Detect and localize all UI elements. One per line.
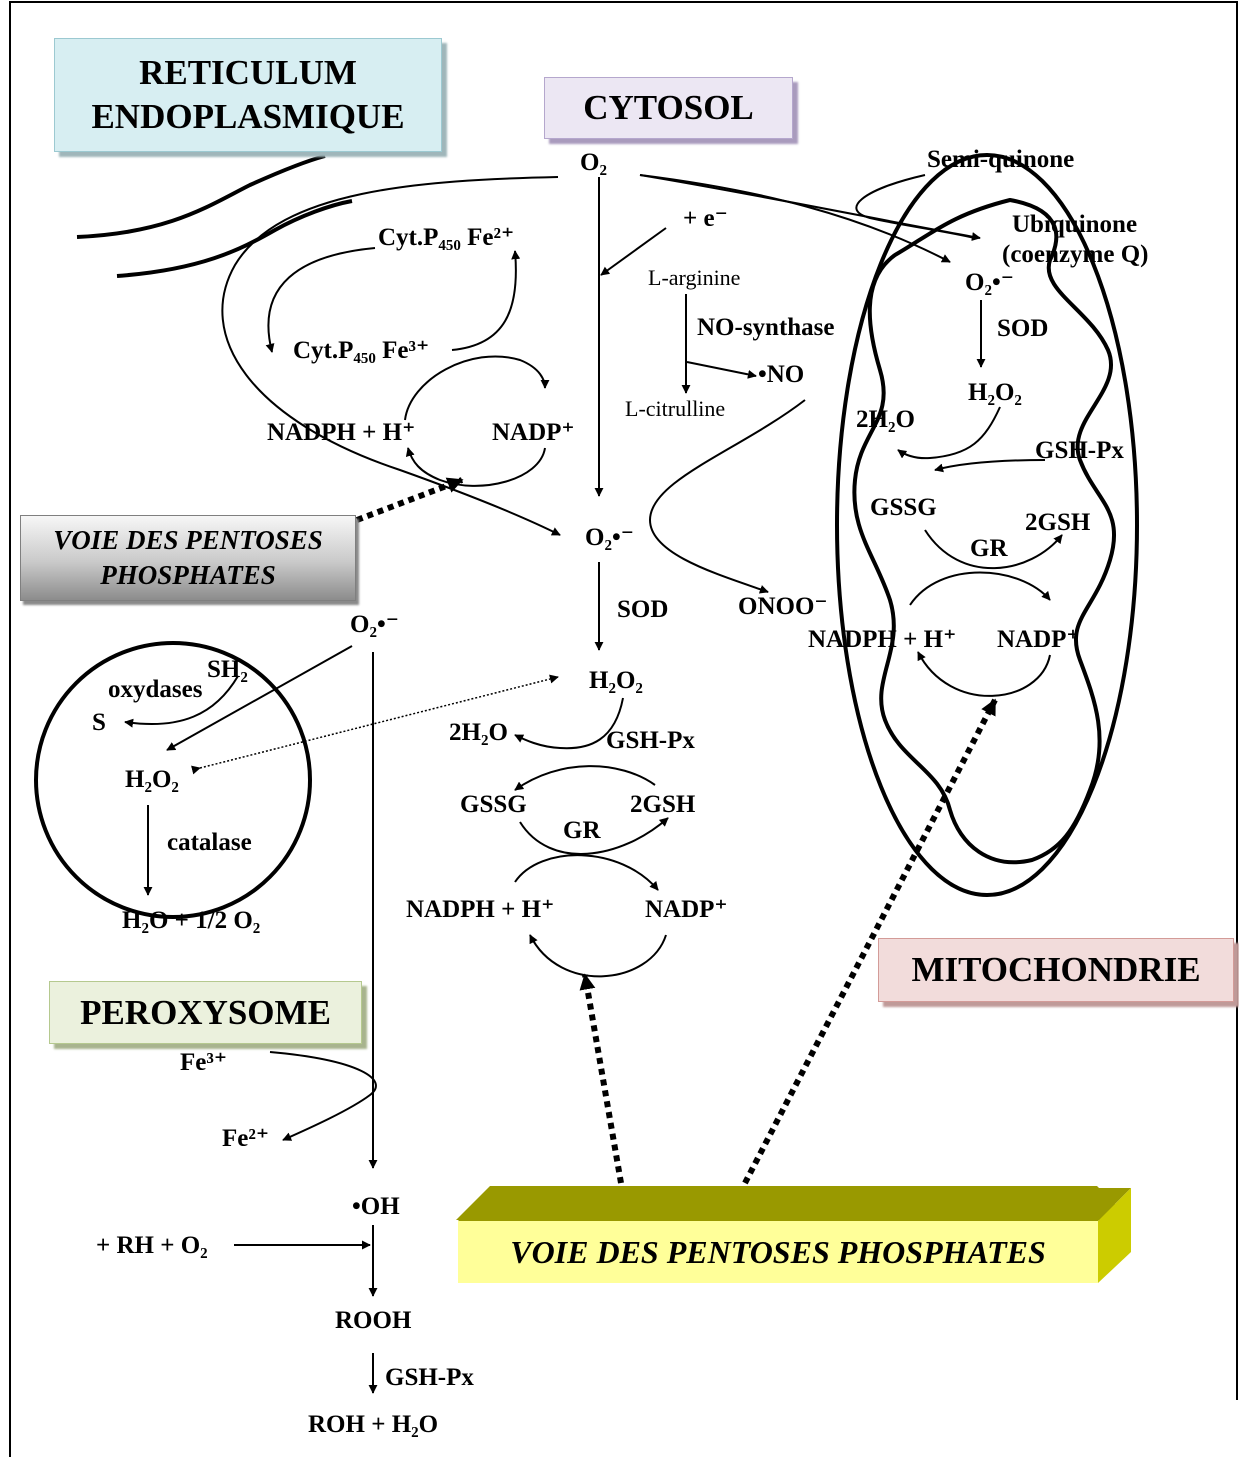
label-fe2: Fe²⁺ xyxy=(222,1125,269,1152)
page-border xyxy=(9,1,1238,1457)
arrow-o2-curve-to-superoxide xyxy=(221,176,561,536)
arrow-nadp-to-nadph-center xyxy=(529,934,667,978)
label-no-radical: •NO xyxy=(758,361,804,388)
arrow-mito-nadph-to-nadp xyxy=(909,571,1051,606)
label-h2o2-mito: H₂O₂ xyxy=(968,379,1022,406)
label-l-arginine: L-arginine xyxy=(648,265,740,290)
label-fe3: Fe³⁺ xyxy=(180,1049,227,1076)
peroxysome-circle xyxy=(34,641,312,919)
label-no-synthase: NO-synthase xyxy=(697,314,835,341)
label-water-half-o2: H₂O + 1/2 O₂ xyxy=(122,907,260,934)
peroxysome-box: PEROXYSOME xyxy=(49,981,362,1044)
label-gssg-mito: GSSG xyxy=(870,494,937,521)
arrow-no-synthase-to-no xyxy=(686,361,757,379)
reticulum-membrane-1 xyxy=(76,154,326,239)
arrow-gssg-to-2gsh-center xyxy=(519,817,669,855)
arrow-no-to-peroxynitrite xyxy=(648,399,806,594)
arrow-sh2-to-s xyxy=(124,675,239,728)
pentose-left-box: VOIE DES PENTOSES PHOSPHATES xyxy=(20,515,356,601)
cytosol-box: CYTOSOL xyxy=(544,77,793,139)
arrow-superoxide-to-peroxysome-h2o2 xyxy=(166,645,353,751)
arrow-nadph-oxidation-left xyxy=(404,355,550,421)
label-superoxide-mito: O₂•⁻ xyxy=(965,269,1014,296)
reticulum-membrane-2 xyxy=(116,199,353,278)
reticulum-label-line2: ENDOPLASMIQUE xyxy=(91,97,405,136)
pentose-left-label-line1: VOIE DES PENTOSES xyxy=(53,525,323,555)
label-sod-mito: SOD xyxy=(997,315,1048,342)
mitochondrion-outer-membrane xyxy=(835,153,1139,897)
arrow-mito-2gsh-to-gssg xyxy=(934,459,1046,473)
label-rh-o2: + RH + O₂ xyxy=(96,1232,208,1259)
arrow-nadph-to-nadp-center xyxy=(514,854,659,891)
pentose-box-top-face xyxy=(458,1188,1131,1221)
reticulum-box: RETICULUM ENDOPLASMIQUE xyxy=(54,38,442,152)
label-2h2o-mito: 2H₂O xyxy=(856,406,915,433)
label-nadp-center: NADP⁺ xyxy=(645,896,728,923)
label-gshpx-mito: GSH-Px xyxy=(1035,437,1124,464)
arrow-o2-to-mito-superoxide xyxy=(639,174,951,263)
dotted-h2o2-exchange xyxy=(191,674,559,775)
mitochondrion-inner-membrane xyxy=(852,197,1117,865)
arrow-fe2-to-fe3 xyxy=(265,247,376,353)
arrow-mito-nadp-to-nadph xyxy=(917,651,1051,697)
label-ubiquinone: Ubiquinone xyxy=(1012,211,1137,238)
label-gshpx-center: GSH-Px xyxy=(606,727,695,754)
mitochondrie-label: MITOCHONDRIE xyxy=(911,950,1201,989)
arrow-electron-input xyxy=(600,227,667,276)
label-cyt-fe2: Cyt.P₄₅₀ Fe²⁺ xyxy=(378,224,514,251)
label-oh-radical: •OH xyxy=(352,1193,400,1220)
label-2gsh-center: 2GSH xyxy=(630,791,696,818)
dotted-pentose-to-mito-nadph xyxy=(742,698,998,1185)
label-sod-center: SOD xyxy=(617,596,668,623)
pentose-left-label-line2: PHOSPHATES xyxy=(100,560,276,590)
label-peroxynitrite: ONOO⁻ xyxy=(738,593,828,620)
label-gshpx-bottom: GSH-Px xyxy=(385,1364,474,1391)
pentose-bottom-label: VOIE DES PENTOSES PHOSPHATES xyxy=(510,1233,1046,1270)
label-s: S xyxy=(92,709,106,736)
label-superoxide-center: O₂•⁻ xyxy=(585,524,634,551)
label-nadph-left: NADPH + H⁺ xyxy=(267,419,415,446)
label-nadph-center: NADPH + H⁺ xyxy=(406,896,554,923)
label-sh2: SH₂ xyxy=(207,656,248,683)
label-catalase: catalase xyxy=(167,829,252,856)
label-nadp-left: NADP⁺ xyxy=(492,419,575,446)
arrow-semiquinone-loop xyxy=(855,174,976,239)
label-cyt-fe3: Cyt.P₄₅₀ Fe³⁺ xyxy=(293,337,429,364)
label-superoxide-perox: O₂•⁻ xyxy=(350,611,399,638)
label-2h2o-center: 2H₂O xyxy=(449,719,508,746)
label-rooh: ROOH xyxy=(335,1307,412,1334)
reticulum-label-line1: RETICULUM xyxy=(139,53,357,92)
arrow-fe3-to-fe2 xyxy=(269,1051,377,1141)
dotted-pentose-to-center-nadph xyxy=(579,973,624,1184)
arrow-2gsh-to-gssg-center xyxy=(514,765,656,791)
label-roh-water: ROH + H₂O xyxy=(308,1411,438,1438)
pentose-box-front xyxy=(458,1221,1098,1283)
label-h2o2-center: H₂O₂ xyxy=(589,667,643,694)
pentose-bottom-label-box: VOIE DES PENTOSES PHOSPHATES xyxy=(458,1221,1098,1283)
label-coenzyme-q: (coenzyme Q) xyxy=(1002,241,1148,268)
label-oxydases: oxydases xyxy=(108,676,203,703)
dotted-pentose-to-left-nadph xyxy=(355,477,464,523)
label-l-citrulline: L-citrulline xyxy=(625,396,725,421)
label-o2-top: O₂ xyxy=(580,149,607,176)
mitochondrie-box: MITOCHONDRIE xyxy=(878,938,1234,1002)
label-plus-e: + e⁻ xyxy=(683,205,728,232)
label-h2o2-perox: H₂O₂ xyxy=(125,766,179,793)
arrow-mito-gssg-to-2gsh xyxy=(924,529,1063,570)
label-semiquinone: Semi-quinone xyxy=(927,146,1074,173)
pentose-box-side xyxy=(1098,1188,1131,1283)
arrow-fe3-to-fe2 xyxy=(451,250,521,351)
label-gr-center: GR xyxy=(563,817,601,844)
label-nadp-mito: NADP⁺ xyxy=(997,626,1080,653)
label-2gsh-mito: 2GSH xyxy=(1025,509,1091,536)
label-nadph-mito: NADPH + H⁺ xyxy=(808,626,956,653)
peroxysome-label: PEROXYSOME xyxy=(80,992,331,1032)
label-gssg-center: GSSG xyxy=(460,791,527,818)
cytosol-label: CYTOSOL xyxy=(583,88,754,127)
arrow-mito-h2o2-to-water xyxy=(897,406,1001,460)
label-gr-mito: GR xyxy=(970,535,1008,562)
